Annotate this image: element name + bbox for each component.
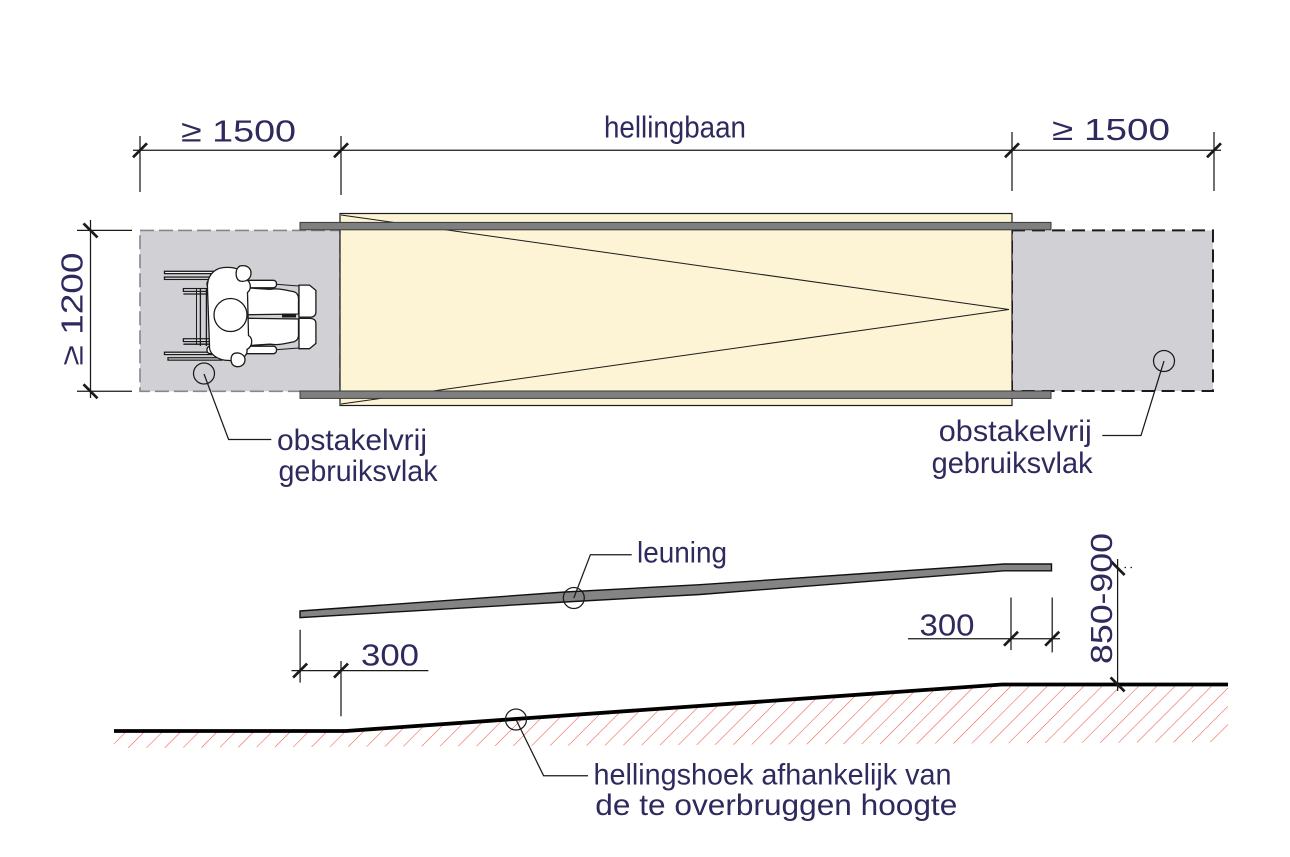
svg-text:≥ 1200: ≥ 1200 (55, 253, 90, 366)
svg-text:obstakelvrij: obstakelvrij (939, 415, 1092, 448)
svg-text:de te overbruggen hoogte: de te overbruggen hoogte (595, 789, 957, 822)
svg-text:hellingbaan: hellingbaan (604, 110, 746, 145)
svg-text:850-900: 850-900 (1084, 533, 1119, 664)
svg-text:≥ 1500: ≥ 1500 (181, 114, 296, 149)
svg-text:gebruiksvlak: gebruiksvlak (932, 447, 1094, 480)
svg-text:300: 300 (920, 608, 975, 643)
svg-text:≥ 1500: ≥ 1500 (1052, 112, 1170, 147)
svg-text:obstakelvrij: obstakelvrij (277, 424, 427, 457)
svg-text:gebruiksvlak: gebruiksvlak (279, 455, 439, 488)
svg-text:hellingshoek afhankelijk van: hellingshoek afhankelijk van (594, 759, 952, 792)
svg-text:leuning: leuning (637, 537, 727, 570)
svg-text:300: 300 (361, 638, 419, 673)
